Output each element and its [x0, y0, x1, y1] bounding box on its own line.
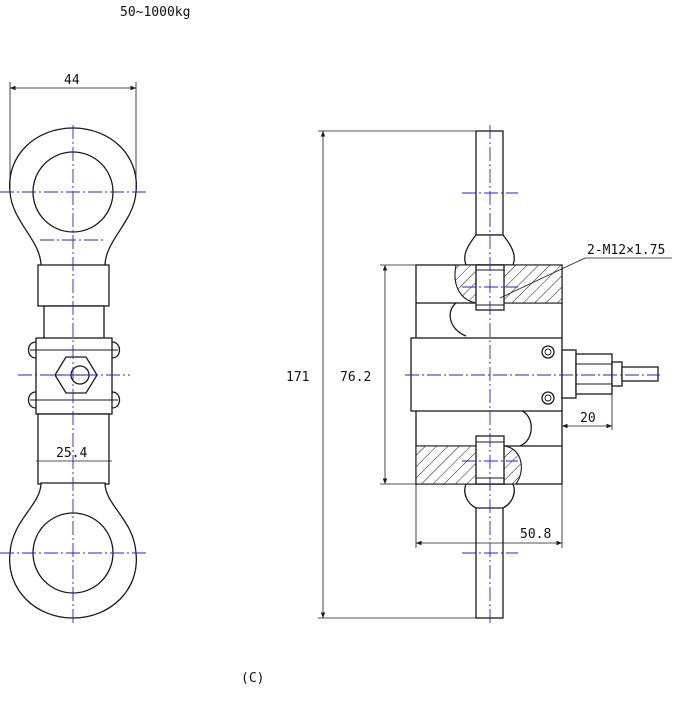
dim-body-width: 25.4 — [56, 446, 87, 461]
connector-nut — [575, 353, 613, 395]
capacity-range-label: 50~1000kg — [120, 5, 190, 20]
dim-body-height: 76.2 — [340, 370, 371, 385]
lower-coupling-block — [37, 413, 110, 485]
dim-overall-length: 171 — [286, 370, 309, 385]
cable — [621, 366, 659, 382]
figure-caption: (C) — [241, 671, 264, 686]
screw-top — [541, 345, 555, 359]
dim-body-depth: 50.8 — [520, 527, 551, 542]
thread-leader — [499, 257, 586, 299]
upper-coupling-block — [37, 264, 110, 307]
dim-connector-length: 20 — [580, 411, 596, 426]
connector-sleeve — [611, 361, 623, 387]
right-lug — [111, 341, 121, 409]
screw-bottom — [541, 391, 555, 405]
sensor-body — [410, 337, 563, 412]
upper-rod — [475, 130, 504, 236]
connector-base — [561, 349, 577, 399]
left-lug — [27, 341, 37, 409]
upper-neck — [43, 305, 105, 340]
side-view: 171 76.2 20 50.8 2-M12×1.75 — [286, 125, 672, 625]
thread-spec-label: 2-M12×1.75 — [587, 243, 665, 258]
lower-rod — [475, 504, 504, 619]
front-view: 44 25.4 — [0, 73, 146, 625]
dim-width-eye: 44 — [64, 73, 80, 88]
